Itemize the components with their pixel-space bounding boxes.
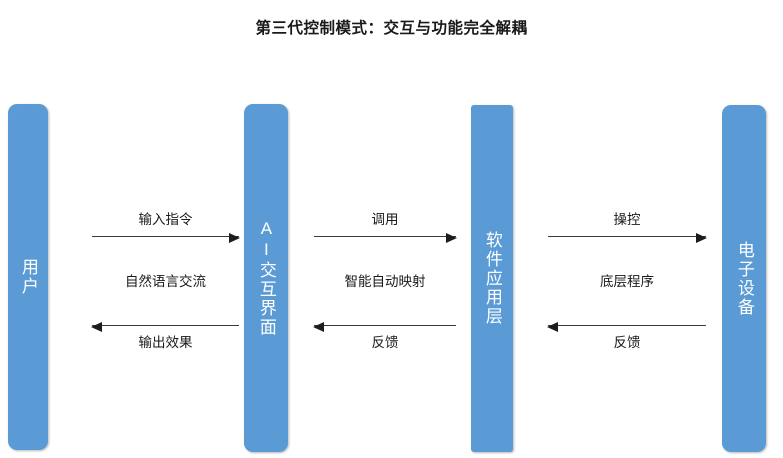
node-software-layer-label: 软件应用层 — [482, 231, 502, 326]
edge-label-natural-language: 自然语言交流 — [125, 274, 206, 289]
edge-label-feedback-1: 反馈 — [371, 335, 399, 350]
edge-label-intelligent-mapping: 智能自动映射 — [344, 274, 426, 289]
arrowhead-left-icon — [313, 321, 324, 332]
arrowhead-right-icon — [696, 232, 707, 243]
arrow-line-forward-1 — [92, 232, 240, 243]
arrowhead-right-icon — [446, 232, 457, 243]
arrow-line-forward-2 — [314, 232, 457, 243]
edge-label-feedback-2: 反馈 — [613, 335, 641, 350]
arrowhead-left-icon — [547, 321, 558, 332]
edge-label-low-level-program: 底层程序 — [600, 274, 654, 289]
node-user-label: 用户 — [18, 258, 38, 296]
node-ai-interface[interactable]: AI交互界面 — [244, 104, 288, 452]
edge-label-output-effect: 输出效果 — [138, 335, 193, 350]
arrowhead-left-icon — [91, 321, 102, 332]
node-software-layer[interactable]: 软件应用层 — [471, 105, 513, 452]
arrow-line-back-3 — [547, 321, 706, 332]
arrowhead-right-icon — [229, 232, 240, 243]
node-device[interactable]: 电子设备 — [722, 105, 766, 452]
edge-label-invoke: 调用 — [371, 211, 399, 227]
page-title: 第三代控制模式：交互与功能完全解耦 — [255, 20, 528, 37]
arrow-line-forward-3 — [548, 232, 707, 243]
node-user[interactable]: 用户 — [8, 104, 48, 450]
arrow-line-back-1 — [91, 321, 239, 332]
edge-label-input-command: 输入指令 — [138, 211, 193, 227]
node-device-label: 电子设备 — [734, 240, 754, 317]
arrow-line-back-2 — [313, 321, 456, 332]
node-ai-interface-label: AI交互界面 — [256, 219, 276, 337]
edge-label-manipulate: 操控 — [613, 211, 641, 227]
